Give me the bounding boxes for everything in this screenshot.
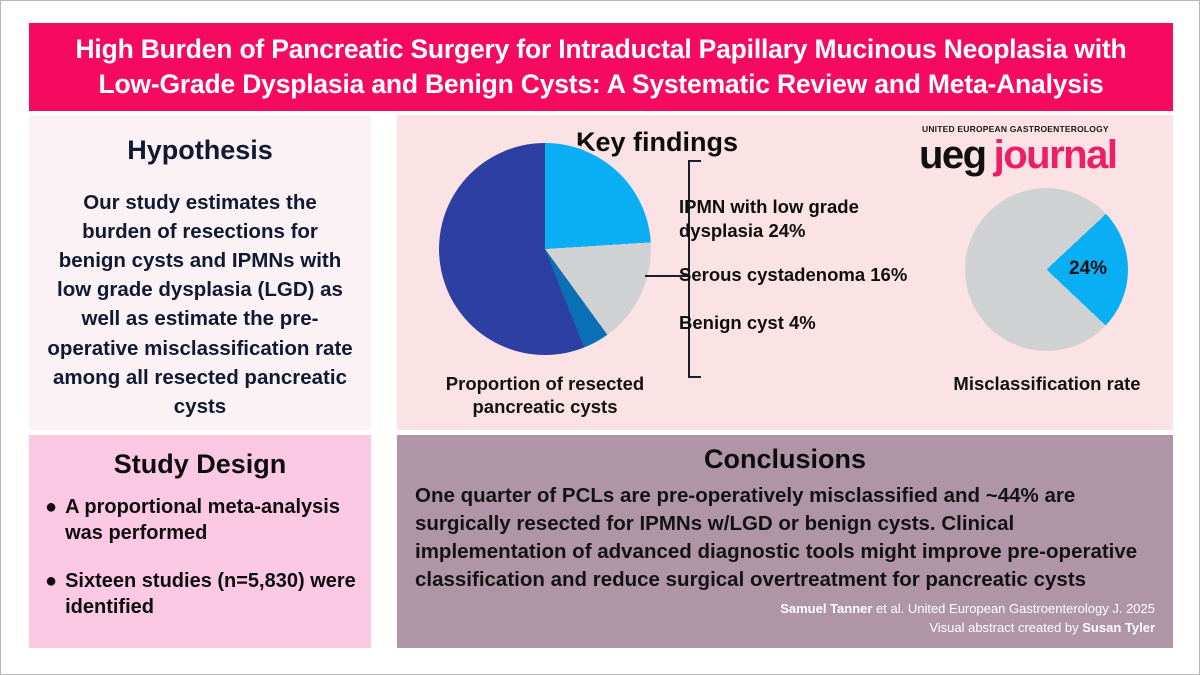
logo-superscript-text: UNITED EUROPEAN GASTROENTEROLOGY (922, 124, 1109, 134)
callout-leader-line-ipmn (688, 160, 701, 162)
attribution-author-name: Samuel Tanner (780, 601, 873, 617)
callout-label-serous-cystadenoma: Serous cystadenoma 16% (679, 264, 908, 285)
left-chart-caption: Proportion of resected pancreatic cysts (445, 373, 645, 418)
attribution-citation: Samuel Tanner et al. United European Gas… (780, 600, 1155, 619)
hypothesis-panel: Hypothesis Our study estimates the burde… (29, 115, 371, 430)
callout-leader-line-benign (688, 376, 701, 378)
attribution-credit-prefix: Visual abstract created by (929, 620, 1083, 636)
key-findings-title: Key findings (575, 127, 738, 157)
study-design-bullet-list: ● A proportional meta-analysis was perfo… (41, 494, 359, 620)
attribution-credit-name: Susan Tyler (1082, 620, 1155, 636)
misclassification-rate-value: 24% (1069, 258, 1108, 279)
list-item: ● Sixteen studies (n=5,830) were identif… (41, 568, 359, 620)
right-chart-caption: Misclassification rate (953, 373, 1141, 394)
bullet-icon: ● (45, 496, 58, 518)
study-design-bullet-text: Sixteen studies (n=5,830) were identifie… (65, 570, 356, 618)
attribution-credit: Visual abstract created by Susan Tyler (780, 619, 1155, 638)
bullet-icon: ● (45, 570, 58, 592)
study-design-bullet-text: A proportional meta-analysis was perform… (65, 496, 340, 544)
callout-label-benign-cyst: Benign cyst 4% (679, 312, 816, 333)
callout-leader-line-vertical (688, 160, 690, 377)
hypothesis-title: Hypothesis (127, 135, 273, 165)
conclusions-title: Conclusions (703, 444, 866, 474)
poster-header-banner: High Burden of Pancreatic Surgery for In… (29, 23, 1173, 111)
attribution-block: Samuel Tanner et al. United European Gas… (780, 600, 1155, 638)
key-findings-panel: Key findings UNITED EUROPEAN GASTROENTER… (397, 115, 1173, 430)
hypothesis-body: Our study estimates the burden of resect… (47, 191, 353, 418)
conclusions-body: One quarter of PCLs are pre-operatively … (415, 484, 1138, 591)
study-design-title: Study Design (113, 449, 287, 479)
logo-wordmark: ueg journal (919, 132, 1118, 177)
logo-journal-text: journal (993, 132, 1118, 177)
logo-ueg-text: ueg (919, 132, 987, 177)
study-design-panel: Study Design ● A proportional meta-analy… (29, 435, 371, 648)
callout-label-ipmn: IPMN with low grade dysplasia 24% (679, 196, 859, 242)
conclusions-panel: Conclusions One quarter of PCLs are pre-… (397, 435, 1173, 648)
ueg-journal-logo: UNITED EUROPEAN GASTROENTEROLOGY ueg jou… (919, 124, 1118, 177)
attribution-citation-rest: et al. United European Gastroenterology … (872, 601, 1155, 617)
callout-leader-line-serous (645, 275, 690, 277)
resected-cysts-pie-chart (439, 143, 651, 355)
list-item: ● A proportional meta-analysis was perfo… (41, 494, 359, 546)
poster-title: High Burden of Pancreatic Surgery for In… (75, 33, 1127, 99)
misclassification-rate-pie-chart (965, 188, 1128, 351)
